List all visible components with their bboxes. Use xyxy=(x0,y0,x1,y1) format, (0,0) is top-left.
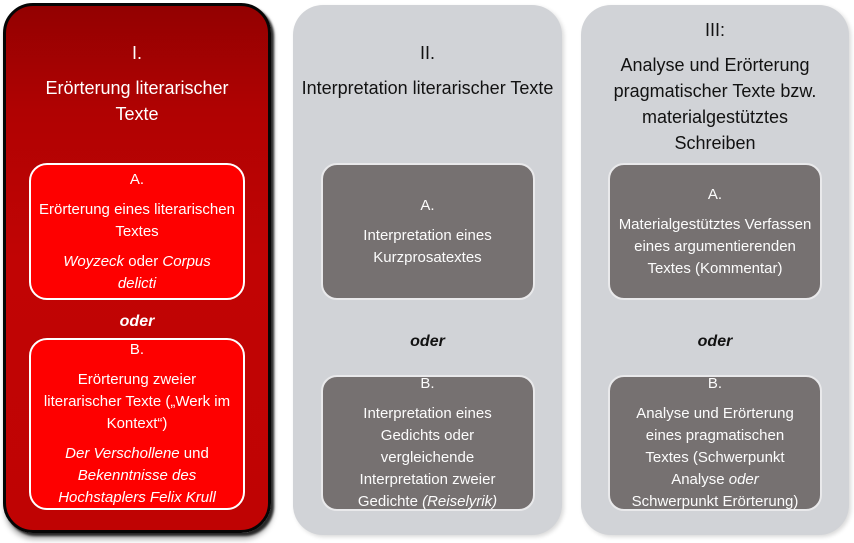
card-3-title: Analyse und Erörterung pragmatischer Tex… xyxy=(613,55,817,153)
card-3-analyse: III: Analyse und Erörterung pragmatische… xyxy=(581,5,849,535)
card-1-option-b-label: B. xyxy=(129,341,145,358)
card-3-option-b-text: Analyse und Erörterung eines pragmatisch… xyxy=(631,405,799,510)
card-3-option-b-label: B. xyxy=(707,375,723,392)
card-1-title: Erörterung literarischer Texte xyxy=(45,78,229,124)
card-3-option-b-box: B. Analyse und Erörterung eines pragmati… xyxy=(608,375,822,511)
card-2-oder-separator: oder xyxy=(410,333,445,350)
card-2-option-a-label: A. xyxy=(420,196,435,214)
card-3-option-a-label: A. xyxy=(707,185,723,203)
card-1-option-a-label: A. xyxy=(129,170,145,188)
card-2-title-block: II. Interpretation literarischer Texte xyxy=(293,40,562,101)
card-2-numeral: II. xyxy=(419,43,435,63)
card-2-title: Interpretation literarischer Texte xyxy=(301,78,554,98)
card-3-option-a-text: Materialgestütztes Verfassen eines argum… xyxy=(618,215,812,277)
card-2-option-b-text: Interpretation eines Gedichts oder vergl… xyxy=(357,405,498,510)
card-2-option-a-text: Interpretation eines Kurzprosatextes xyxy=(363,226,492,266)
card-3-oder-separator: oder xyxy=(697,333,733,350)
card-1-option-a-box: A. Erörterung eines literarischen Textes… xyxy=(29,163,245,300)
card-1-option-b-box: B. Erörterung zweier literarischer Texte… xyxy=(29,338,245,510)
card-2-option-a-box: A. Interpretation eines Kurzprosatextes xyxy=(320,163,535,300)
card-3-option-a-box: A. Materialgestütztes Verfassen eines ar… xyxy=(608,163,822,300)
card-1-option-b-subtext: Der Verschollene und Bekenntnisse des Ho… xyxy=(58,445,216,506)
card-1-eroerterung: I. Erörterung literarischer Texte A. Erö… xyxy=(3,3,271,533)
card-1-option-b-text: Erörterung zweier literarischer Texte („… xyxy=(43,371,231,432)
card-3-title-block: III: Analyse und Erörterung pragmatische… xyxy=(581,17,849,156)
card-1-oder-separator: oder xyxy=(119,313,155,330)
card-1-option-a-subtext: Woyzeck oder Corpus delicti xyxy=(63,252,211,292)
card-2-interpretation: II. Interpretation literarischer Texte A… xyxy=(293,5,562,535)
card-1-option-a-text: Erörterung eines literarischen Textes xyxy=(39,200,235,240)
card-1-title-block: I. Erörterung literarischer Texte xyxy=(6,40,268,127)
card-2-option-b-label: B. xyxy=(420,375,435,392)
card-1-numeral: I. xyxy=(131,43,142,63)
card-2-option-b-box: B. Interpretation eines Gedichts oder ve… xyxy=(320,375,535,511)
card-3-numeral: III: xyxy=(704,20,725,40)
